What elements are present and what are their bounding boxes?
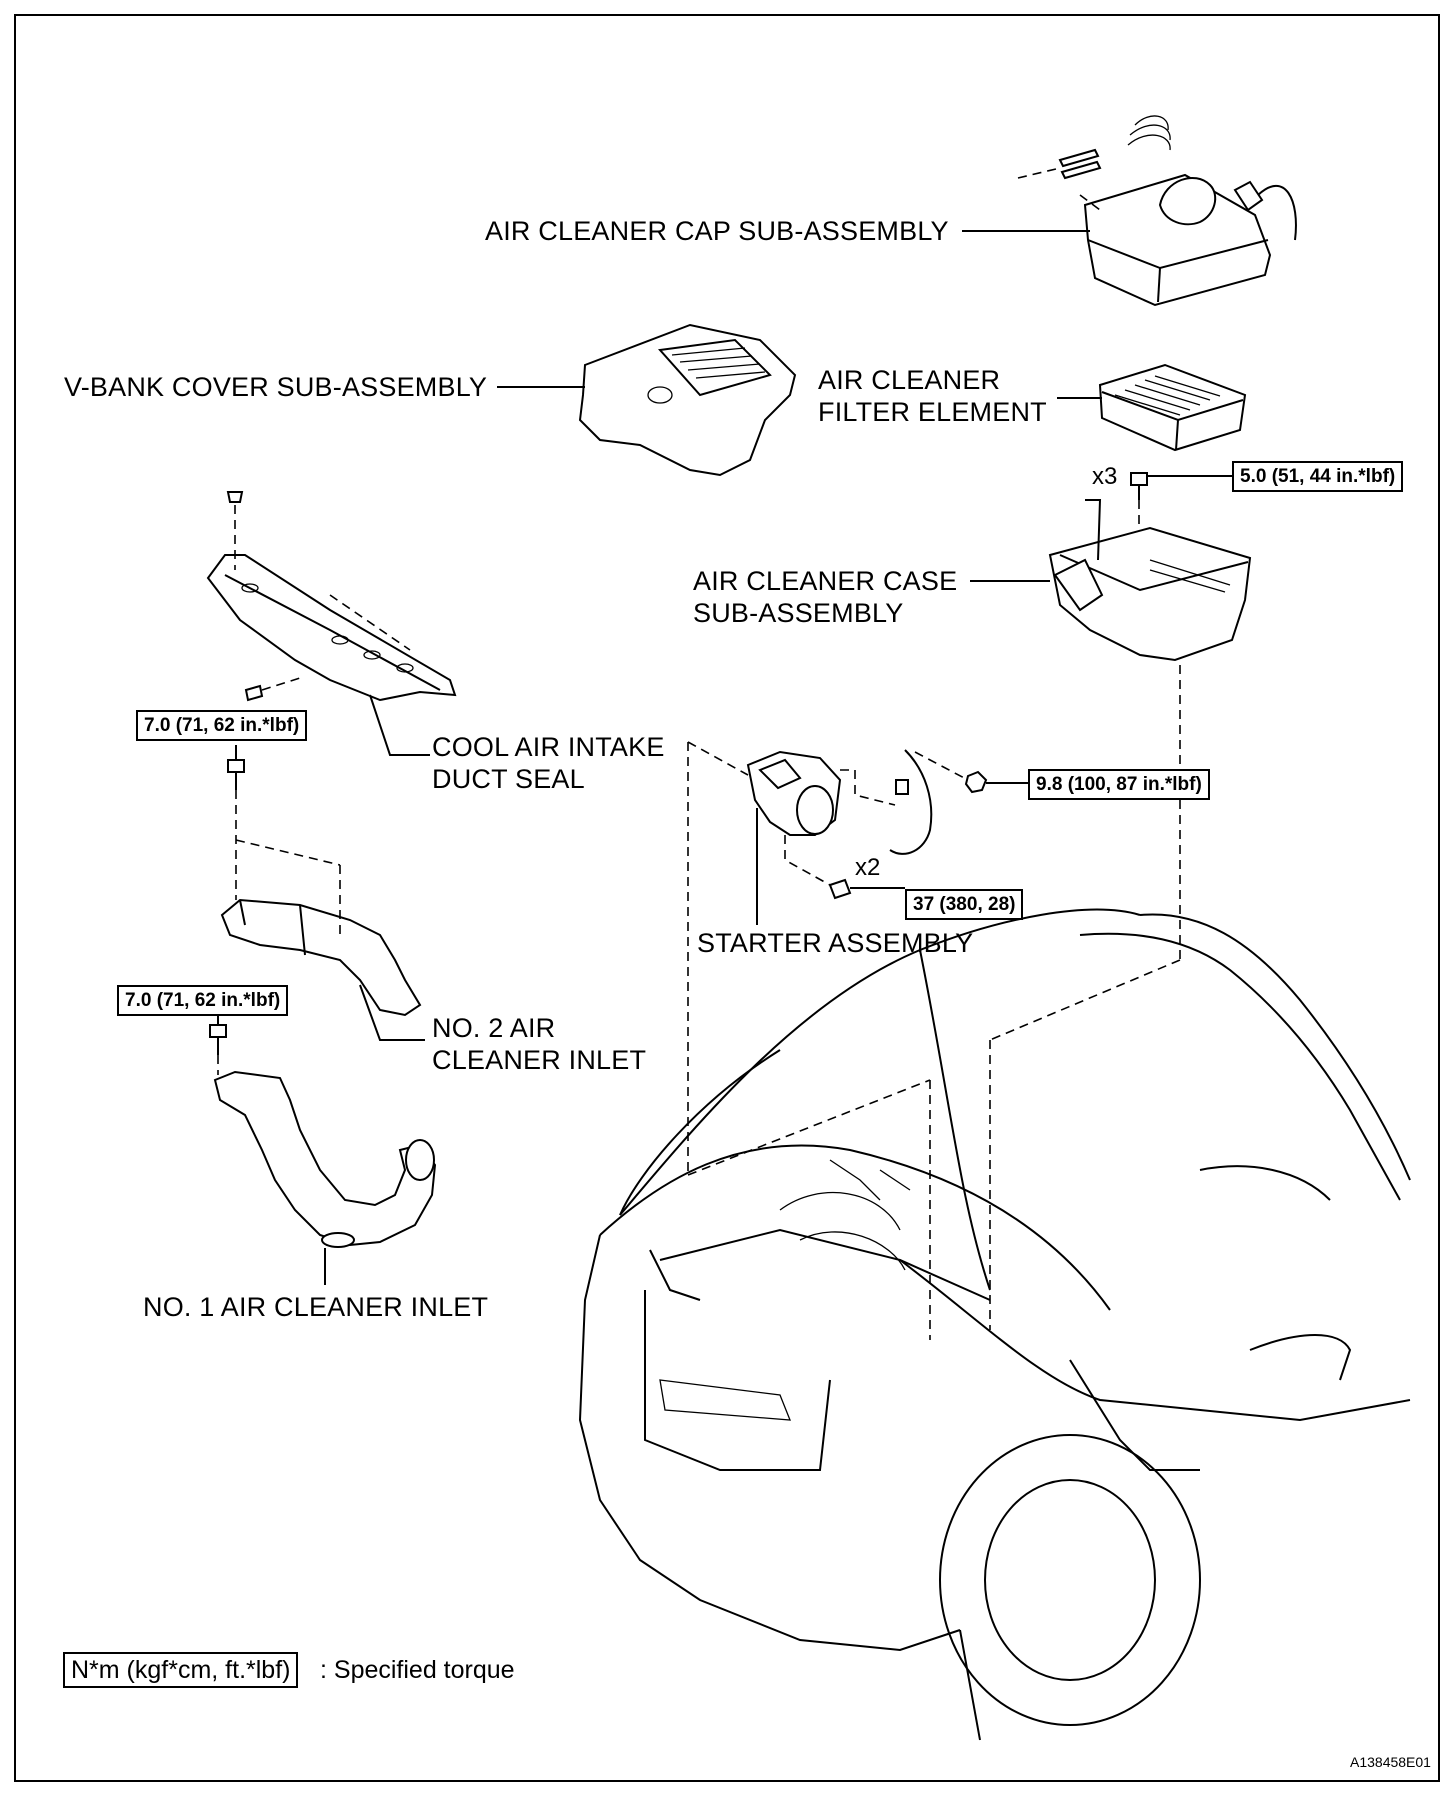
no2-inlet-bolt-drawing	[209, 1010, 227, 1075]
no2-inlet-label-line1: NO. 2 AIR	[432, 1013, 556, 1043]
filter-element-label-line2: FILTER ELEMENT	[818, 397, 1047, 427]
air-cleaner-cap-drawing	[1017, 115, 1297, 307]
starter-bolt-torque: 37 (380, 28)	[905, 889, 1024, 920]
air-cleaner-case-label-line2: SUB-ASSEMBLY	[693, 598, 904, 628]
no1-inlet-label: NO. 1 AIR CLEANER INLET	[143, 1292, 489, 1322]
no2-inlet-bolt-torque: 7.0 (71, 62 in.*lbf)	[117, 985, 289, 1016]
no2-air-cleaner-inlet-drawing	[220, 839, 422, 1017]
torque-legend-text: : Specified torque	[320, 1656, 515, 1684]
torque-legend-box: N*m (kgf*cm, ft.*lbf)	[63, 1652, 299, 1688]
duct-seal-label-line2: DUCT SEAL	[432, 764, 585, 794]
air-cleaner-case-drawing	[1048, 499, 1252, 662]
no2-inlet-label-line2: CLEANER INLET	[432, 1045, 647, 1075]
cool-air-intake-duct-seal-drawing	[206, 491, 457, 702]
case-bolt-drawing	[1130, 472, 1148, 525]
v-bank-cover-label: V-BANK COVER SUB-ASSEMBLY	[64, 372, 488, 402]
filter-element-label-line1: AIR CLEANER	[818, 365, 1001, 395]
air-cleaner-cap-label: AIR CLEANER CAP SUB-ASSEMBLY	[485, 216, 949, 246]
case-bolt-quantity: x3	[1092, 463, 1118, 490]
duct-seal-bolt-torque: 7.0 (71, 62 in.*lbf)	[136, 710, 308, 741]
no1-air-cleaner-inlet-drawing	[213, 1070, 437, 1248]
vehicle-front-drawing	[578, 908, 1411, 1741]
figure-code: A138458E01	[1350, 1754, 1431, 1770]
starter-bolt-quantity: x2	[855, 854, 881, 881]
figure-frame	[14, 14, 1440, 1782]
starter-assembly-drawing	[687, 741, 1028, 1340]
duct-seal-label-line1: COOL AIR INTAKE	[432, 732, 665, 762]
filter-element-drawing	[1098, 363, 1247, 452]
duct-seal-bolt-drawing	[227, 745, 245, 900]
case-bolt-torque: 5.0 (51, 44 in.*lbf)	[1232, 461, 1404, 492]
v-bank-cover-drawing	[578, 323, 797, 477]
starter-assembly-label: STARTER ASSEMBLY	[697, 928, 974, 958]
air-cleaner-case-label-line1: AIR CLEANER CASE	[693, 566, 958, 596]
starter-nut-torque: 9.8 (100, 87 in.*lbf)	[1028, 769, 1210, 800]
